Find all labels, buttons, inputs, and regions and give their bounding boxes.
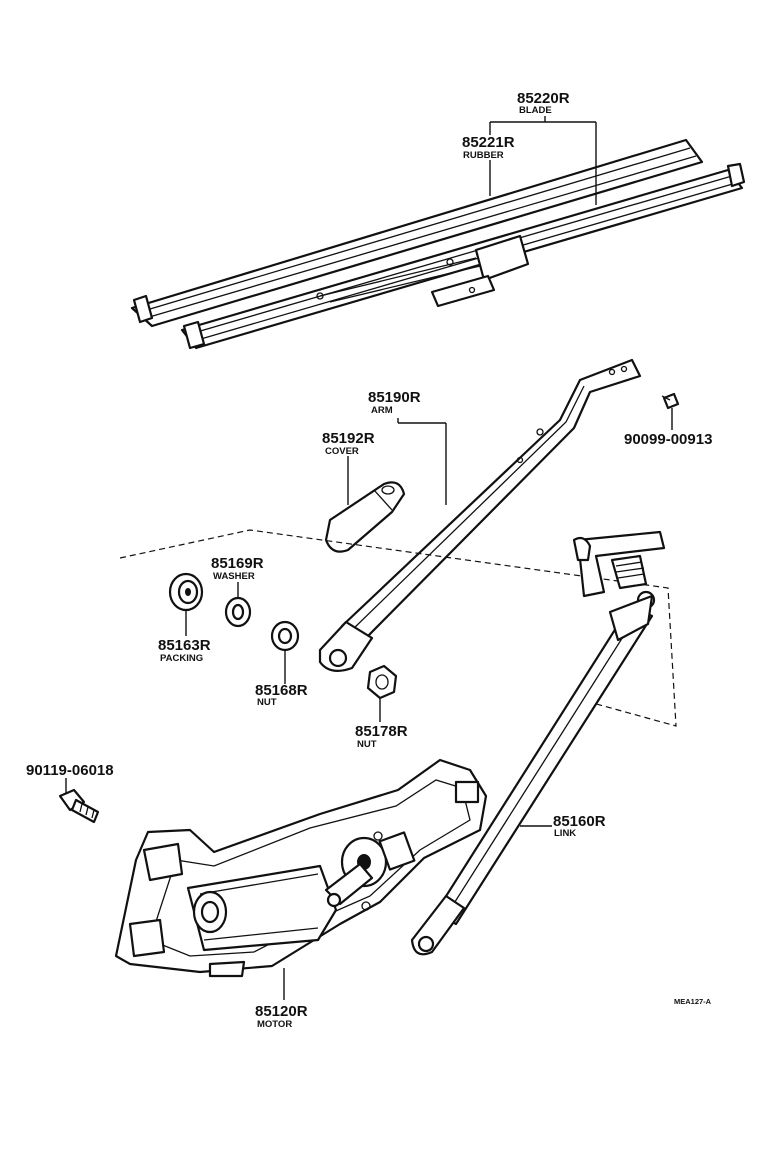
diagram-code: MEA127-A <box>674 997 712 1006</box>
label-85220r-number: 85220R <box>517 90 570 107</box>
label-85178r-number: 85178R <box>355 723 408 740</box>
label-85192r-number: 85192R <box>322 430 375 447</box>
label-85168r-number: 85168R <box>255 682 308 699</box>
label-85221r-number: 85221R <box>462 134 515 151</box>
label-85169r-name: WASHER <box>213 571 255 582</box>
label-85220r-name: BLADE <box>519 105 552 116</box>
nut-85168r-drawing <box>270 620 300 652</box>
packing-drawing <box>168 572 204 612</box>
nut-85178r-drawing <box>366 664 398 700</box>
cover-drawing <box>324 481 406 553</box>
washer-drawing <box>224 596 252 628</box>
labels: 85220R BLADE 85221R RUBBER 85190R ARM 85… <box>26 90 712 1030</box>
label-85120r-number: 85120R <box>255 1003 308 1020</box>
label-85160r-name: LINK <box>554 828 576 839</box>
label-85190r-number: 85190R <box>368 389 421 406</box>
label-85190r-name: ARM <box>371 405 393 416</box>
wiper-arm-drawing <box>318 358 642 673</box>
link-drawing <box>410 530 666 956</box>
label-85192r-name: COVER <box>325 446 359 457</box>
label-85163r-name: PACKING <box>160 653 203 664</box>
label-85169r-number: 85169R <box>211 555 264 572</box>
label-90099-00913-number: 90099-00913 <box>624 431 712 448</box>
label-85178r-name: NUT <box>357 739 377 750</box>
wiper-blade-drawing <box>130 138 746 350</box>
label-85221r-name: RUBBER <box>463 150 504 161</box>
bolt-drawing <box>58 788 100 824</box>
label-85120r-name: MOTOR <box>257 1019 292 1030</box>
label-85163r-number: 85163R <box>158 637 211 654</box>
assembly-dashed-outline <box>119 529 677 727</box>
small-screw-drawing <box>661 392 680 410</box>
leader-lines <box>65 116 673 1000</box>
motor-drawing <box>114 758 488 978</box>
label-90119-06018-number: 90119-06018 <box>26 762 114 779</box>
label-85160r-number: 85160R <box>553 813 606 830</box>
label-85168r-name: NUT <box>257 697 277 708</box>
